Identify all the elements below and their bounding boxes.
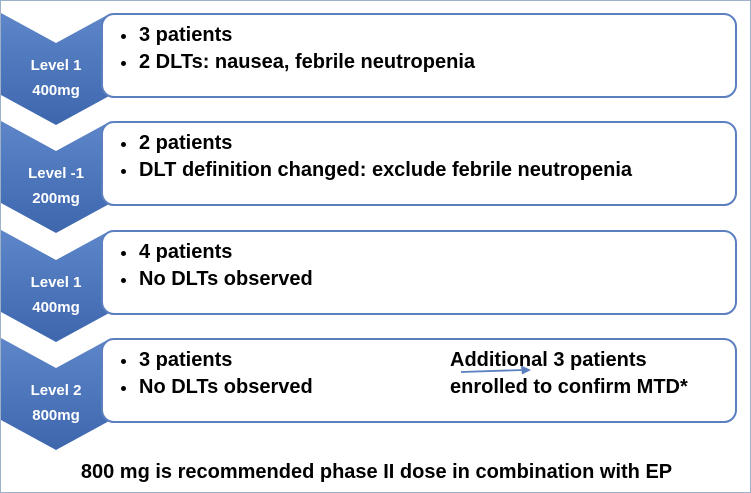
level-chevron <box>1 13 111 125</box>
level-details-box: 4 patients No DLTs observed <box>101 230 737 315</box>
level-chevron <box>1 121 111 233</box>
level-label: Level 1 400mg <box>1 270 111 320</box>
level-details-box: 3 patients No DLTs observed Additional 3… <box>101 338 737 423</box>
dose-level-row: Level 1 400mg 4 patients No DLTs observe… <box>1 230 751 342</box>
additional-enrollment-note: Additional 3 patients enrolled to confir… <box>450 347 688 401</box>
bullet-list: 2 patients DLT definition changed: exclu… <box>117 130 632 184</box>
dose-level-row: Level -1 200mg 2 patients DLT definition… <box>1 121 751 233</box>
bullet-item: No DLTs observed <box>117 374 313 401</box>
recommended-dose-statement: 800 mg is recommended phase II dose in c… <box>80 461 673 483</box>
level-label: Level -1 200mg <box>1 161 111 211</box>
level-details-box: 2 patients DLT definition changed: exclu… <box>101 121 737 206</box>
right-arrow-icon <box>461 365 531 375</box>
level-details-box: 3 patients 2 DLTs: nausea, febrile neutr… <box>101 13 737 98</box>
bullet-item: 4 patients <box>117 239 313 266</box>
dose-level-row: Level 2 800mg 3 patients No DLTs observe… <box>1 338 751 450</box>
level-name: Level -1 <box>28 165 84 182</box>
note-line: Additional 3 patients <box>450 349 647 371</box>
bullet-item: No DLTs observed <box>117 266 313 293</box>
bullet-list: 3 patients 2 DLTs: nausea, febrile neutr… <box>117 22 475 76</box>
level-dose: 400mg <box>32 299 80 316</box>
bullet-item: 3 patients <box>117 22 475 49</box>
level-name: Level 1 <box>30 57 82 74</box>
note-line: enrolled to confirm MTD* <box>450 376 688 398</box>
level-label: Level 1 400mg <box>1 53 111 103</box>
bullet-item: 2 patients <box>117 130 632 157</box>
level-dose: 200mg <box>32 190 80 207</box>
level-dose: 800mg <box>32 407 80 424</box>
level-dose: 400mg <box>32 82 80 99</box>
bullet-item: DLT definition changed: exclude febrile … <box>117 157 632 184</box>
level-name: Level 2 <box>30 382 82 399</box>
bullet-item: 3 patients <box>117 347 313 374</box>
dose-level-row: Level 1 400mg 3 patients 2 DLTs: nausea,… <box>1 13 751 125</box>
level-chevron <box>1 338 111 450</box>
level-label: Level 2 800mg <box>1 378 111 428</box>
bullet-list: 3 patients No DLTs observed <box>117 347 313 401</box>
bullet-list: 4 patients No DLTs observed <box>117 239 313 293</box>
level-chevron <box>1 230 111 342</box>
bullet-item: 2 DLTs: nausea, febrile neutropenia <box>117 49 475 76</box>
level-name: Level 1 <box>30 274 82 291</box>
